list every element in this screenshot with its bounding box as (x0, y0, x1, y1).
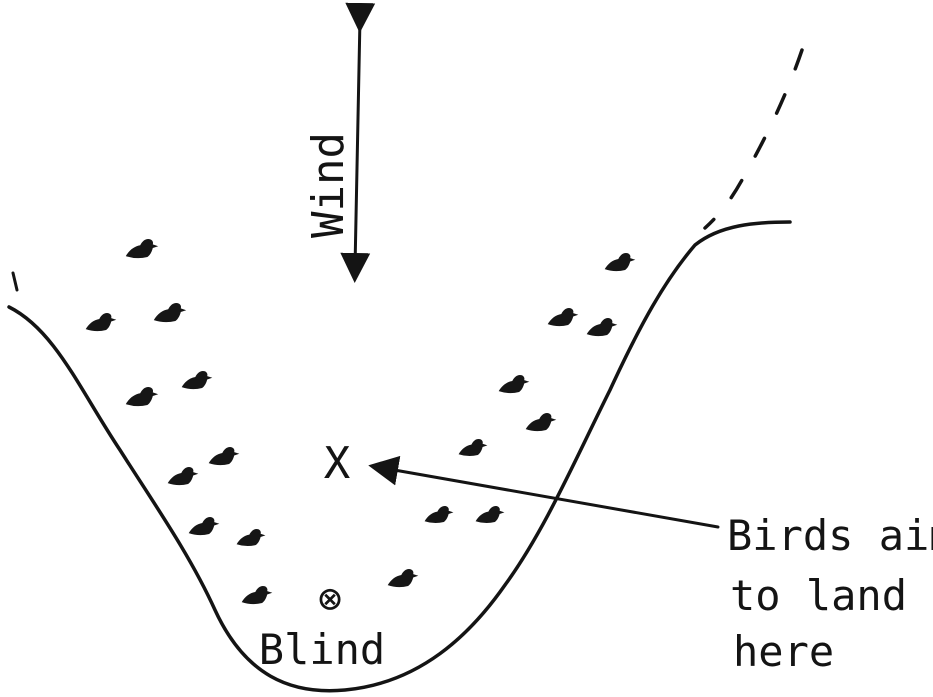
blind-symbol: ⊗ (318, 576, 342, 622)
wind-label: Wind (303, 132, 354, 238)
decoy-duck (86, 313, 117, 331)
decoys-right-arm (388, 253, 636, 587)
caption-line-1: Birds aim (727, 511, 933, 560)
decoy-duck (548, 308, 579, 326)
shoreline (9, 222, 790, 691)
decoy-duck (499, 375, 530, 393)
decoy-duck (168, 467, 199, 485)
decoy-duck (605, 253, 636, 271)
flight-path-dashes (705, 50, 802, 228)
decoy-duck (189, 517, 220, 535)
decoy-duck (237, 529, 266, 546)
decoys-left-arm (86, 239, 273, 604)
blind-label: Blind (259, 625, 385, 674)
decoy-duck (476, 506, 505, 523)
decoy-duck (459, 439, 488, 456)
decoy-duck (126, 239, 158, 258)
decoy-duck (587, 318, 618, 336)
decoy-duck (182, 371, 213, 389)
caption-line-3: here (733, 627, 834, 676)
decoy-duck (209, 447, 240, 465)
decoy-duck (242, 586, 273, 604)
shore-tick (13, 273, 17, 290)
decoy-duck (526, 413, 557, 431)
decoy-duck (126, 387, 158, 406)
landing-target-mark: X (324, 438, 351, 489)
wind-arrow (355, 18, 360, 268)
decoy-duck (388, 569, 419, 587)
decoy-duck (154, 303, 186, 322)
caption-line-2: to land (730, 571, 907, 620)
decoy-duck (425, 506, 454, 523)
